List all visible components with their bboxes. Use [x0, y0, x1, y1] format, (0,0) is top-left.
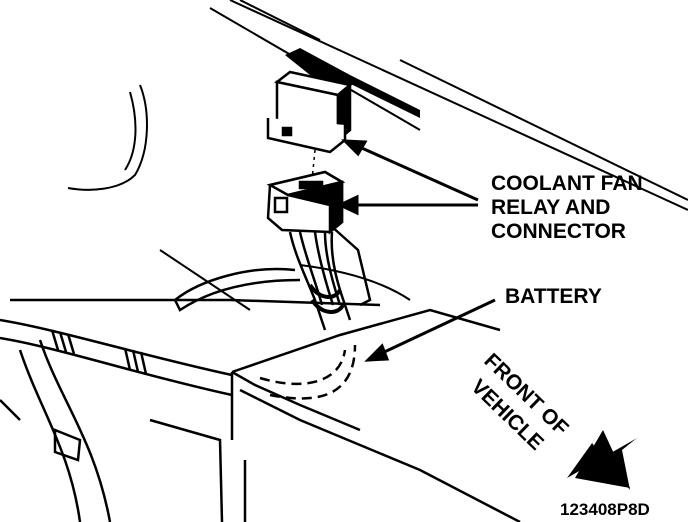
front-direction-arrow-head: [575, 430, 630, 488]
label-connector: CONNECTOR: [491, 220, 626, 243]
battery: [230, 308, 521, 522]
alignment-guide: [311, 149, 316, 181]
vehicle-body-outline: [67, 0, 688, 311]
label-battery: BATTERY: [505, 285, 602, 308]
label-coolant-fan: COOLANT FAN: [491, 172, 643, 195]
callout-arrows: [336, 139, 496, 362]
relay-connector: [266, 170, 346, 235]
label-relay-and: RELAY AND: [491, 196, 610, 219]
figure-code: 123408P8D: [560, 500, 650, 519]
left-cable-harness: [0, 298, 381, 522]
coolant-fan-relay: [266, 70, 353, 154]
wiring-harness: [173, 224, 372, 331]
